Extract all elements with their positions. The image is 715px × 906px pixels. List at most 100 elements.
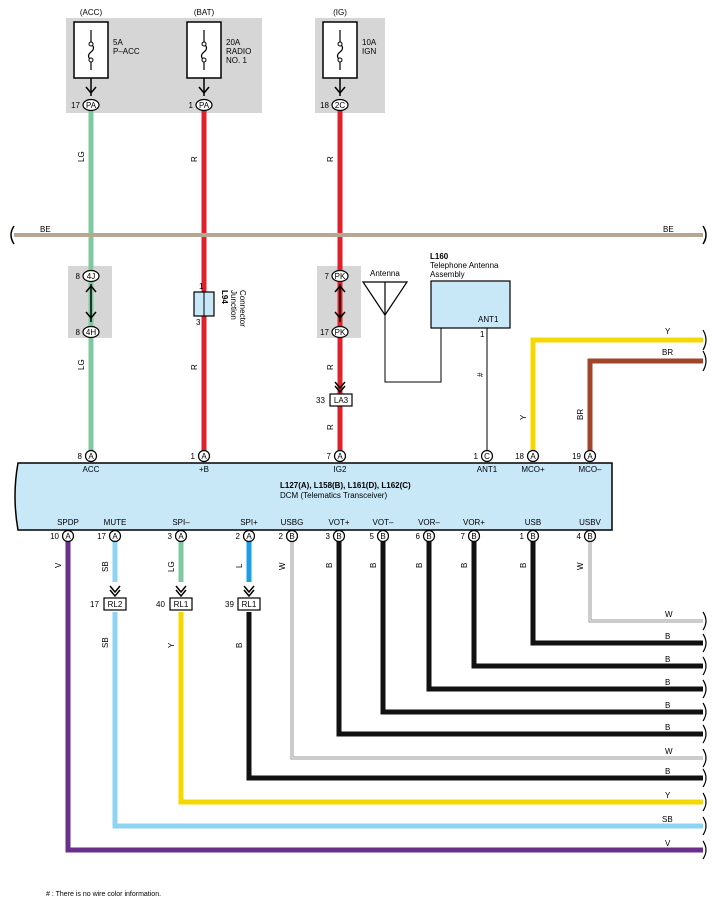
fuse-name: IGN (362, 47, 376, 56)
svg-text:8: 8 (78, 452, 83, 461)
svg-text:B: B (380, 532, 385, 541)
svg-text:B: B (235, 643, 244, 648)
svg-text:V: V (54, 562, 63, 568)
svg-text:VOR–: VOR– (418, 518, 440, 527)
svg-text:2: 2 (279, 532, 284, 541)
svg-text:33: 33 (316, 396, 325, 405)
svg-text:ANT1: ANT1 (478, 315, 499, 324)
dcm-top-pin: A1+B (191, 449, 211, 474)
svg-text:4J: 4J (87, 272, 95, 281)
dcm-bottom-pins: A10SPDPA17MUTEA3SPI–A2SPI+B2USBGB3VOT+B5… (50, 518, 602, 543)
dcm-bottom-pin: B7 VOR+ (461, 518, 485, 543)
svg-text:SB: SB (101, 561, 110, 572)
svg-text:B: B (471, 532, 476, 541)
svg-text:Telephone Antenna: Telephone Antenna (430, 261, 499, 270)
dcm-bottom-pin: B4 USBV (577, 518, 602, 543)
svg-text:C: C (484, 452, 490, 461)
bottom-wires (65, 541, 703, 853)
svg-text:Y: Y (167, 642, 176, 648)
svg-text:1: 1 (189, 101, 194, 110)
svg-text:Assembly: Assembly (430, 270, 465, 279)
svg-text:B: B (460, 563, 469, 568)
svg-text:ACC: ACC (83, 465, 100, 474)
svg-text:A: A (65, 532, 71, 541)
dcm-name: DCM (Telematics Transceiver) (280, 491, 387, 500)
svg-text:R: R (326, 424, 335, 430)
svg-text:B: B (665, 723, 670, 732)
svg-text:VOR+: VOR+ (463, 518, 485, 527)
svg-text:B: B (289, 532, 294, 541)
svg-text:7: 7 (327, 452, 332, 461)
svg-text:W: W (278, 562, 287, 570)
svg-text:B: B (415, 563, 424, 568)
svg-text:A: A (530, 452, 536, 461)
svg-text:18: 18 (515, 452, 524, 461)
svg-text:USBV: USBV (579, 518, 601, 527)
svg-text:B: B (530, 532, 535, 541)
fuse-name: P–ACC (113, 47, 140, 56)
fuse-name: RADIO (226, 47, 251, 56)
fuse-rating: 20A (226, 38, 241, 47)
svg-text:#: # (476, 372, 485, 377)
svg-text:W: W (665, 747, 673, 756)
fuse-group-label: (BAT) (194, 8, 215, 17)
svg-text:RL1: RL1 (242, 600, 257, 609)
svg-text:8: 8 (76, 272, 81, 281)
svg-text:LG: LG (77, 359, 86, 370)
svg-text:1: 1 (474, 452, 479, 461)
svg-text:R: R (326, 156, 335, 162)
svg-text:RL1: RL1 (174, 600, 189, 609)
svg-text:6: 6 (416, 532, 421, 541)
svg-text:4: 4 (577, 532, 582, 541)
svg-text:W: W (576, 562, 585, 570)
svg-text:7: 7 (325, 272, 330, 281)
svg-text:B: B (587, 532, 592, 541)
svg-text:40: 40 (156, 600, 165, 609)
svg-text:LG: LG (167, 561, 176, 572)
svg-text:Connector: Connector (238, 290, 247, 327)
svg-text:R: R (190, 156, 199, 162)
junction-pin: PK 7 (325, 269, 349, 283)
svg-text:BR: BR (662, 348, 673, 357)
fuse-output-pin: PA1 (189, 98, 213, 112)
svg-text:R: R (326, 364, 335, 370)
svg-text:7: 7 (461, 532, 466, 541)
svg-text:ANT1: ANT1 (477, 465, 498, 474)
relay-arrows (109, 585, 255, 598)
svg-text:W: W (665, 610, 673, 619)
svg-text:BR: BR (576, 409, 585, 420)
svg-text:17: 17 (71, 101, 80, 110)
svg-text:PK: PK (335, 272, 346, 281)
svg-text:SB: SB (101, 637, 110, 648)
svg-text:IG2: IG2 (334, 465, 347, 474)
svg-text:2: 2 (236, 532, 241, 541)
fuse-ig: (IG) 10A IGN (322, 8, 377, 79)
svg-text:MCO+: MCO+ (521, 465, 545, 474)
svg-text:USBG: USBG (281, 518, 304, 527)
dcm-body (14, 462, 613, 531)
antenna-label: Antenna (370, 269, 400, 278)
svg-text:B: B (519, 563, 528, 568)
svg-text:17: 17 (90, 600, 99, 609)
svg-text:LG: LG (77, 151, 86, 162)
svg-text:10: 10 (50, 532, 59, 541)
la3-connector (329, 393, 353, 407)
svg-text:1: 1 (191, 452, 196, 461)
wire-mco-plus (530, 337, 703, 452)
svg-text:17: 17 (97, 532, 106, 541)
wire-mco-minus (587, 358, 703, 452)
svg-text:SPI+: SPI+ (240, 518, 258, 527)
svg-text:B: B (665, 655, 670, 664)
